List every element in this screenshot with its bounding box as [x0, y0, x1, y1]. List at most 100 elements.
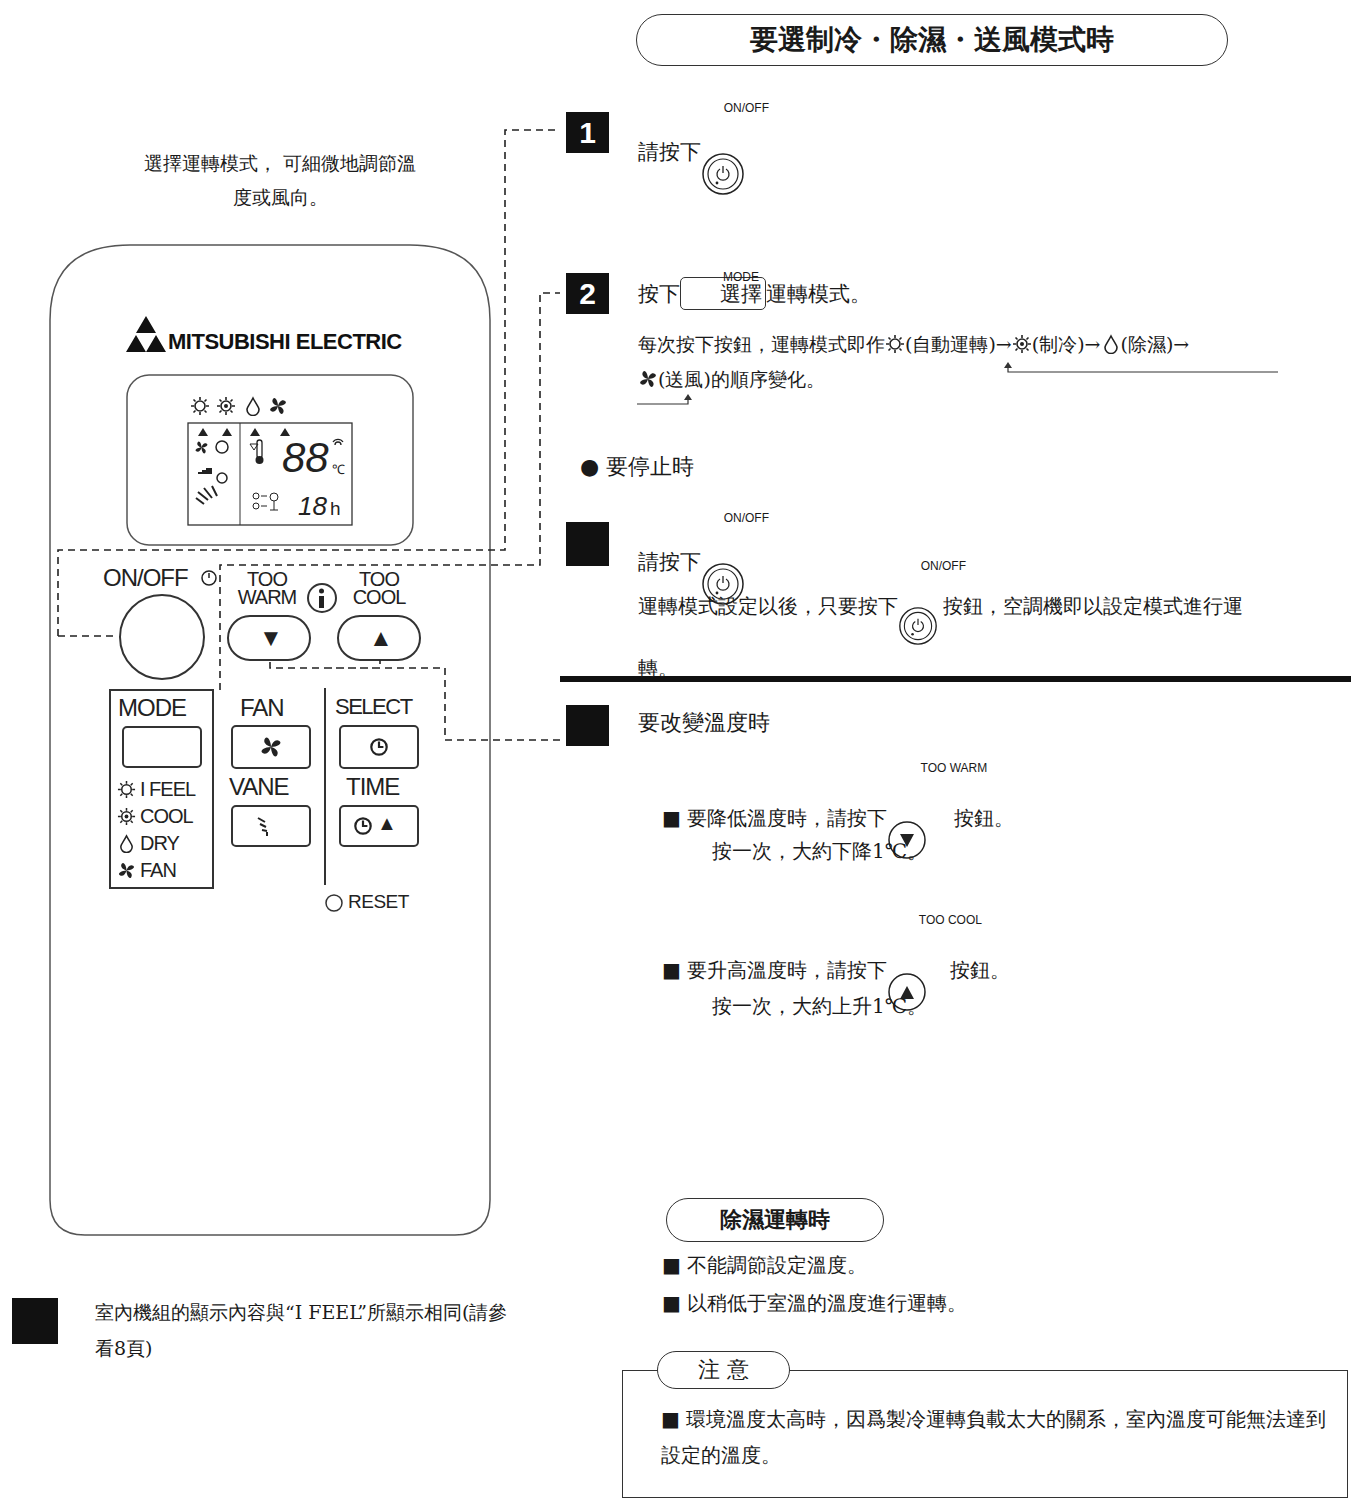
circle-shape — [253, 493, 259, 499]
button-name: ON/OFF — [921, 559, 966, 573]
path-shape — [270, 660, 560, 740]
use-shape — [121, 836, 132, 853]
path-shape — [198, 468, 212, 474]
use-shape — [270, 398, 286, 414]
leader-lines — [58, 130, 560, 740]
remote-body — [50, 245, 490, 1235]
instruction: 按鈕。 — [950, 958, 1010, 982]
use-shape — [118, 781, 135, 798]
button-label: TOO COOL — [340, 570, 418, 606]
onoff-icon — [898, 606, 938, 646]
step-number: 2 — [566, 273, 609, 314]
dry-note: ■ 以稍低于室溫的溫度進行運轉。 — [662, 1290, 967, 1317]
use-shape — [247, 398, 259, 416]
instruction: 按一次，大約下降1℃。 — [712, 838, 927, 865]
mode-item: DRY — [140, 832, 179, 855]
use-shape — [355, 818, 370, 833]
title-band: 要選制冷・除濕・送風模式時 — [636, 14, 1228, 66]
section-heading: 要改變溫度時 — [638, 708, 770, 738]
use-shape — [196, 442, 208, 454]
step-line: 按下 MODE選擇運轉模式。 — [638, 270, 871, 316]
path-shape — [50, 245, 490, 1235]
instruction: 按下 — [638, 282, 680, 306]
button-label: VANE — [229, 773, 289, 801]
button-icon: ON/OFF — [898, 566, 943, 646]
button-text: 選擇 — [720, 282, 762, 306]
use-shape — [191, 397, 209, 415]
rect-shape — [319, 596, 324, 608]
rect-shape — [127, 375, 413, 545]
rect-shape — [232, 726, 310, 768]
button-label: SELECT — [335, 694, 412, 720]
button-name: ON/OFF — [724, 511, 769, 525]
step-line: 請按下ON/OFF — [638, 108, 746, 196]
panel-graphics — [12, 362, 1351, 1344]
use-shape — [900, 608, 936, 644]
use-shape — [703, 154, 743, 194]
path-shape — [261, 506, 267, 507]
instruction: ■ 要降低溫度時，請按下 — [662, 806, 887, 830]
rect-shape — [566, 705, 609, 746]
sequence-text: (制冷)→ — [1032, 333, 1101, 355]
rect-shape — [338, 616, 420, 660]
circle-shape — [202, 571, 216, 585]
caution-text: ■ 環境溫度太高時，因爲製冷運轉負載太大的關系，室內溫度可能無法達到設定的溫度。 — [661, 1401, 1327, 1473]
rect-shape — [123, 727, 201, 767]
instruction: 請按下 — [638, 550, 701, 574]
instruction: 按鈕。 — [954, 806, 1014, 830]
intro-note: 選擇運轉模式， 可細微地調節溫度或風向。 — [140, 146, 420, 214]
button-symbol: ▲ — [369, 624, 393, 652]
rect-shape — [228, 616, 310, 660]
button-label: ON/OFF — [103, 564, 188, 592]
cool-icon — [1012, 334, 1032, 354]
dry-icon — [1101, 334, 1121, 354]
button-icon: ON/OFF — [701, 108, 746, 196]
node-text: 要選制冷・除濕・送風模式時 — [750, 21, 1114, 59]
instruction: 請按下 — [638, 140, 701, 164]
lcd-digits: 18 — [298, 492, 327, 520]
onoff-icon — [701, 152, 745, 196]
path-shape — [196, 486, 217, 504]
rect-shape — [188, 423, 352, 525]
mode-item: COOL — [140, 805, 193, 828]
circle-shape — [270, 493, 278, 501]
path-shape — [58, 635, 118, 637]
dry-note: ■ 不能調節設定溫度。 — [662, 1252, 867, 1279]
button-label: FAN — [240, 694, 284, 722]
button-label: RESET — [348, 891, 409, 913]
rect-shape — [232, 806, 310, 846]
button-name: ON/OFF — [724, 101, 769, 115]
button-name: TOO COOL — [919, 913, 982, 927]
button-symbol: ▼ — [259, 624, 283, 652]
use-shape — [640, 371, 656, 387]
instruction: 運轉模式。 — [766, 282, 871, 306]
sequence-text: (除濕)→ — [1121, 333, 1190, 355]
path-shape — [1008, 366, 1278, 372]
path-shape — [684, 394, 692, 400]
button-label: TIME — [346, 773, 399, 801]
node-text: 2 — [579, 277, 596, 311]
use-shape — [262, 738, 281, 757]
circle-shape — [216, 441, 228, 453]
button-name: MODE — [723, 270, 759, 284]
mode-sequence: 每次按下按鈕，運轉模式即作(自動運轉)→(制冷)→(除濕)→ — [638, 325, 1189, 361]
circle-shape — [217, 473, 227, 483]
path-shape — [208, 573, 210, 578]
use-shape — [1013, 335, 1031, 353]
button-label: MODE — [118, 694, 186, 722]
use-shape — [371, 739, 386, 754]
sequence-text: 每次按下按鈕，運轉模式即作 — [638, 333, 885, 355]
section-band: 除濕運轉時 — [666, 1198, 884, 1242]
sequence-text: (送風)的順序變化。 — [658, 368, 825, 390]
path-shape — [333, 439, 343, 445]
path-shape — [261, 496, 267, 497]
path-shape — [126, 316, 166, 352]
line-shape — [240, 423, 241, 525]
use-shape — [119, 863, 134, 878]
circle-shape — [326, 895, 342, 911]
step-line: 請按下ON/OFF — [638, 518, 746, 606]
lcd-unit: ℃ — [332, 460, 345, 478]
caution-heading: 注 意 — [657, 1351, 790, 1389]
rect-shape — [560, 676, 1351, 682]
button-name: TOO WARM — [921, 761, 988, 775]
